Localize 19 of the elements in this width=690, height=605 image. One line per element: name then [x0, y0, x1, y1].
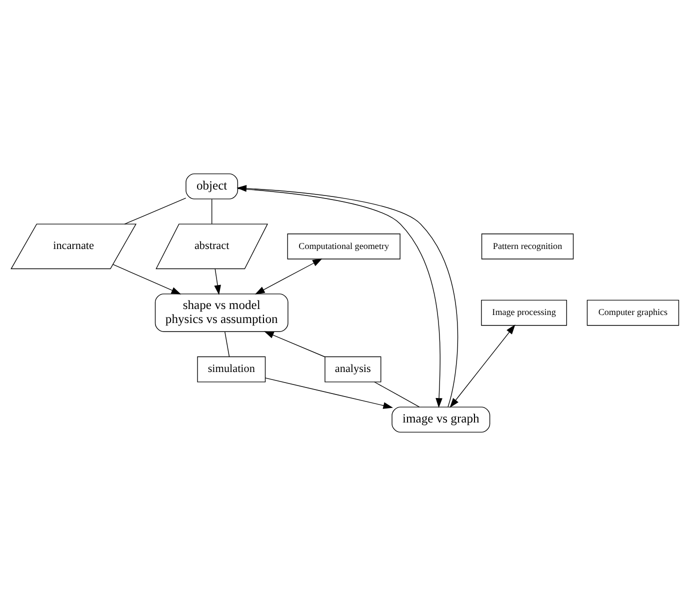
- node-box: Computer graphics: [586, 299, 680, 326]
- arrow: [450, 324, 516, 408]
- node-box: Pattern recognition: [481, 233, 574, 259]
- connector: [374, 381, 420, 407]
- node-box: image vs graph: [392, 406, 490, 432]
- arrow: [264, 377, 394, 408]
- node-box: object: [186, 172, 238, 199]
- node-box: Image processing: [481, 299, 567, 326]
- arrow: [264, 330, 326, 357]
- arrow: [214, 268, 221, 294]
- connector: [211, 198, 212, 224]
- connector: [124, 197, 186, 224]
- arrow: [112, 264, 182, 294]
- node-box: analysis: [324, 356, 382, 382]
- connector: [224, 331, 230, 356]
- node-box: simulation: [197, 356, 266, 382]
- node-box: shape vs model physics vs assumption: [154, 293, 288, 332]
- node-box: Computational geometry: [287, 233, 400, 259]
- arrow: [254, 258, 322, 294]
